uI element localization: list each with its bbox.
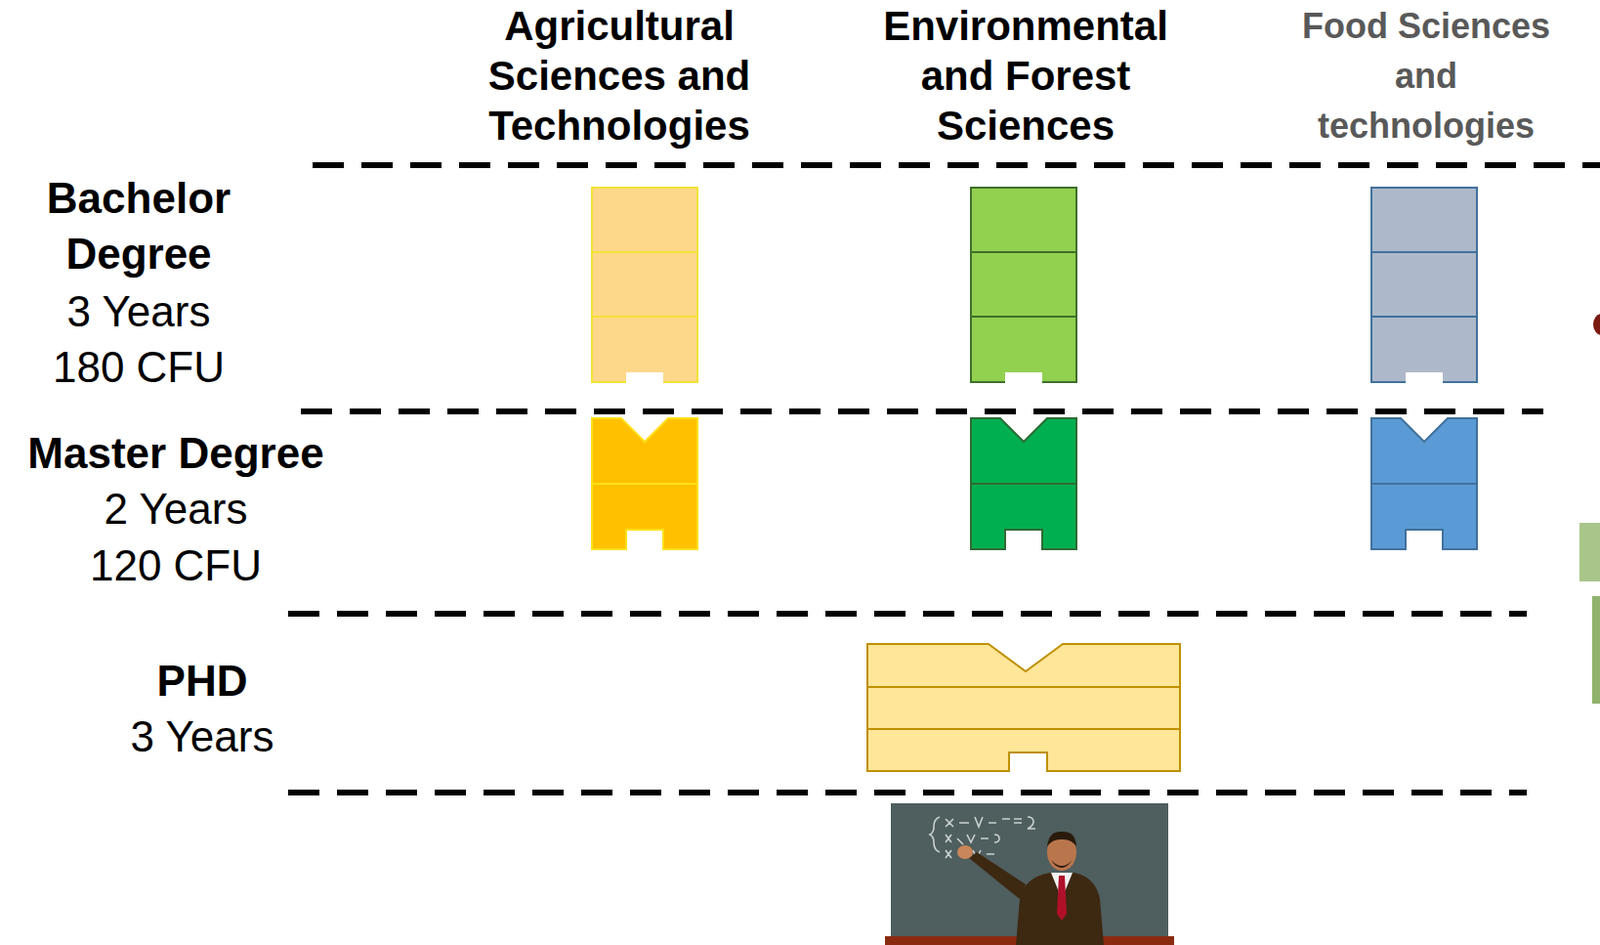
chalk-marks (929, 816, 1036, 858)
bachelor-block (970, 187, 1077, 382)
block-divider (867, 685, 1180, 688)
block-divider (970, 251, 1077, 253)
row-duration: 2 Years (104, 480, 249, 537)
chalk-line (945, 816, 1036, 829)
master-block (970, 418, 1077, 549)
column-header: Food Sciences and technologies (1294, 0, 1558, 151)
divider-line (312, 162, 1600, 169)
divider-line (288, 789, 1527, 796)
block-notch (1005, 372, 1043, 384)
block-divider (591, 482, 698, 485)
block-divider (1371, 482, 1477, 485)
column-header: Environmental and Forest Sciences (859, 0, 1192, 151)
block-divider (591, 251, 698, 253)
phd-block (867, 643, 1180, 771)
block-divider (970, 482, 1077, 485)
food-column (1371, 187, 1477, 549)
column-header: Agricultural Sciences and Technologies (472, 0, 766, 151)
block-divider (591, 315, 698, 318)
row-credits: 180 CFU (52, 338, 225, 395)
teacher-illustration (884, 802, 1175, 945)
block-divider (867, 727, 1180, 730)
row-duration: 3 Years (130, 708, 275, 764)
agri-column (591, 187, 698, 549)
chalk-brace (929, 816, 940, 852)
row-dividers (288, 165, 1600, 793)
teacher-arm (968, 851, 1026, 899)
row-title: Master Degree (27, 424, 324, 481)
edge-picture (1593, 313, 1600, 336)
phd-block-group (867, 643, 1180, 771)
block-divider (970, 315, 1077, 318)
block-divider (1371, 251, 1477, 253)
block-notch (1405, 372, 1443, 384)
env-column (970, 187, 1077, 549)
block-divider (1371, 315, 1477, 318)
teacher-body (1015, 872, 1104, 945)
block-notch (626, 372, 664, 384)
teacher-beard (1051, 859, 1073, 868)
edge-picture (1592, 595, 1600, 704)
row-title: PHD (157, 652, 249, 709)
teacher-hand (957, 844, 973, 859)
edge-picture (1579, 522, 1600, 582)
bachelor-block (591, 187, 698, 382)
divider-line (288, 610, 1527, 617)
master-block (591, 418, 698, 549)
bachelor-block (1371, 187, 1477, 382)
teacher-tie (1056, 875, 1067, 921)
divider-line (300, 408, 1544, 415)
master-block (1371, 418, 1477, 549)
row-title: Bachelor Degree (26, 169, 252, 282)
chalk-line (945, 834, 1000, 844)
teacher-hair (1047, 831, 1077, 846)
row-credits: 120 CFU (89, 537, 262, 593)
row-duration: 3 Years (67, 283, 211, 339)
